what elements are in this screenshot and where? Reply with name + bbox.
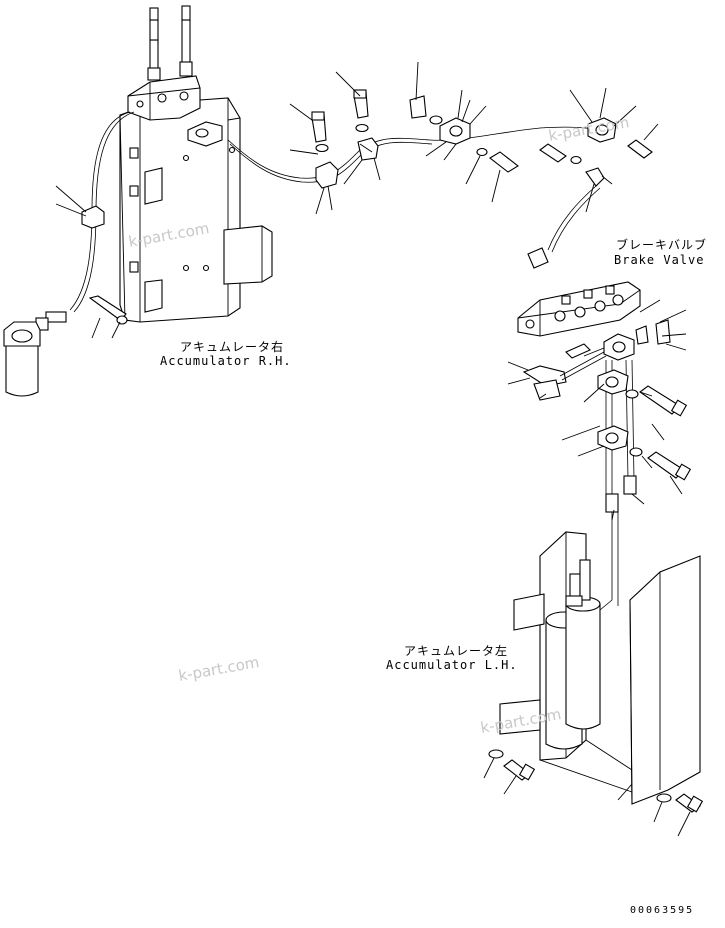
valve-block-top bbox=[127, 5, 201, 121]
accumulator-lh-label-jp: アキュムレータ左 bbox=[404, 644, 509, 658]
accumulator-rh bbox=[3, 321, 41, 397]
accumulator-rh-label-en: Accumulator R.H. bbox=[160, 354, 292, 368]
accumulator-lh bbox=[545, 559, 601, 750]
accumulator-rh-label-jp: アキュムレータ右 bbox=[180, 340, 285, 354]
brake-valve-label-jp: ブレーキバルブ bbox=[616, 238, 708, 252]
brake-valve bbox=[517, 281, 641, 337]
accumulator-rh-bracket bbox=[119, 97, 273, 323]
accumulator-lh-label-en: Accumulator L.H. bbox=[386, 658, 518, 672]
brake-valve-label-en: Brake Valve bbox=[614, 253, 705, 267]
drawing-code: 00063595 bbox=[630, 905, 695, 916]
